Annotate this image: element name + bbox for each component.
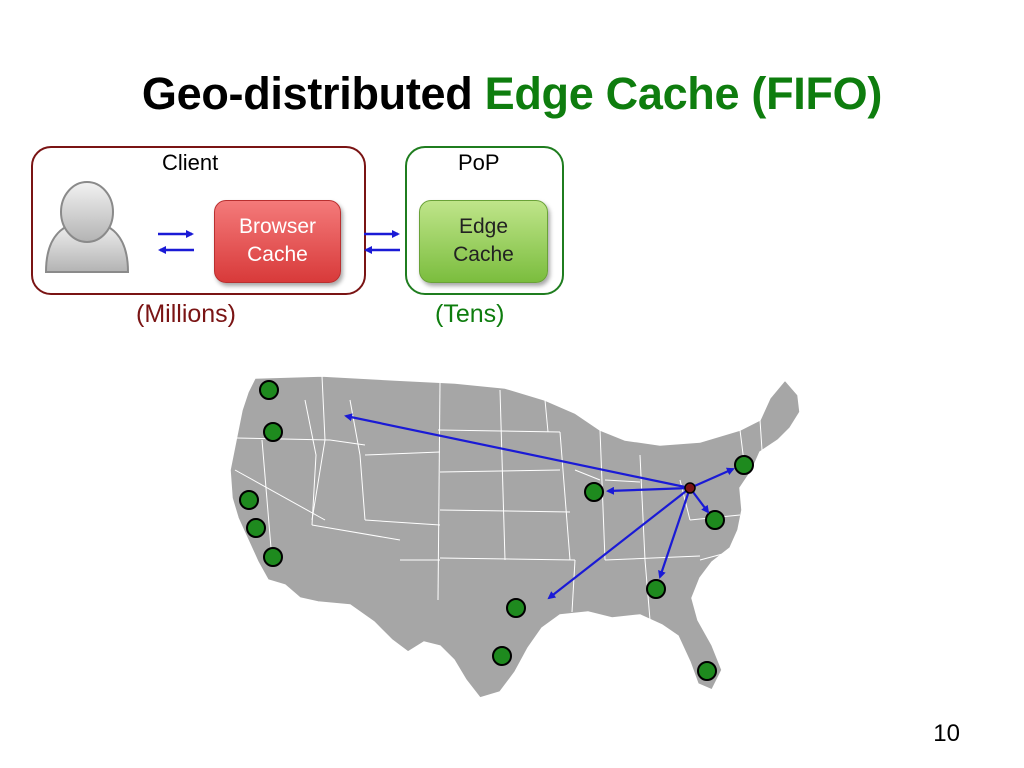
pop-dot bbox=[506, 598, 526, 618]
pop-dot bbox=[584, 482, 604, 502]
pop-dot bbox=[734, 455, 754, 475]
us-map bbox=[229, 375, 801, 699]
pop-dot bbox=[263, 422, 283, 442]
edge-cache-line1: Edge bbox=[458, 215, 509, 238]
edge-cache: Edge Cache bbox=[419, 200, 548, 283]
browser-cache: Browser Cache bbox=[214, 200, 341, 283]
browser-cache-line2: Cache bbox=[247, 243, 308, 266]
hub-arrows bbox=[344, 413, 735, 600]
client-label: Client bbox=[162, 150, 219, 175]
title-accent: Edge Cache (FIFO) bbox=[484, 68, 883, 119]
pop-dot bbox=[263, 547, 283, 567]
exchange-arrows-icon bbox=[364, 230, 400, 254]
pop-dot bbox=[705, 510, 725, 530]
title-main: Geo-distributed bbox=[141, 68, 473, 119]
pop-dot bbox=[492, 646, 512, 666]
pop-label: PoP bbox=[458, 150, 500, 175]
edge-cache-line2: Cache bbox=[453, 243, 514, 266]
slide-title: Geo-distributed Edge Cache (FIFO) bbox=[0, 68, 1024, 120]
pop-dot bbox=[259, 380, 279, 400]
user-avatar-icon bbox=[44, 181, 130, 273]
pop-count: (Tens) bbox=[435, 300, 505, 328]
browser-cache-line1: Browser bbox=[238, 215, 317, 238]
hub-origin bbox=[684, 482, 696, 494]
pop-dot bbox=[646, 579, 666, 599]
pop-dot bbox=[246, 518, 266, 538]
page-number: 10 bbox=[933, 720, 960, 747]
pop-dot bbox=[697, 661, 717, 681]
pop-dot bbox=[239, 490, 259, 510]
exchange-arrows-icon bbox=[158, 230, 194, 254]
client-count: (Millions) bbox=[136, 300, 236, 328]
pop-locations bbox=[239, 380, 754, 681]
